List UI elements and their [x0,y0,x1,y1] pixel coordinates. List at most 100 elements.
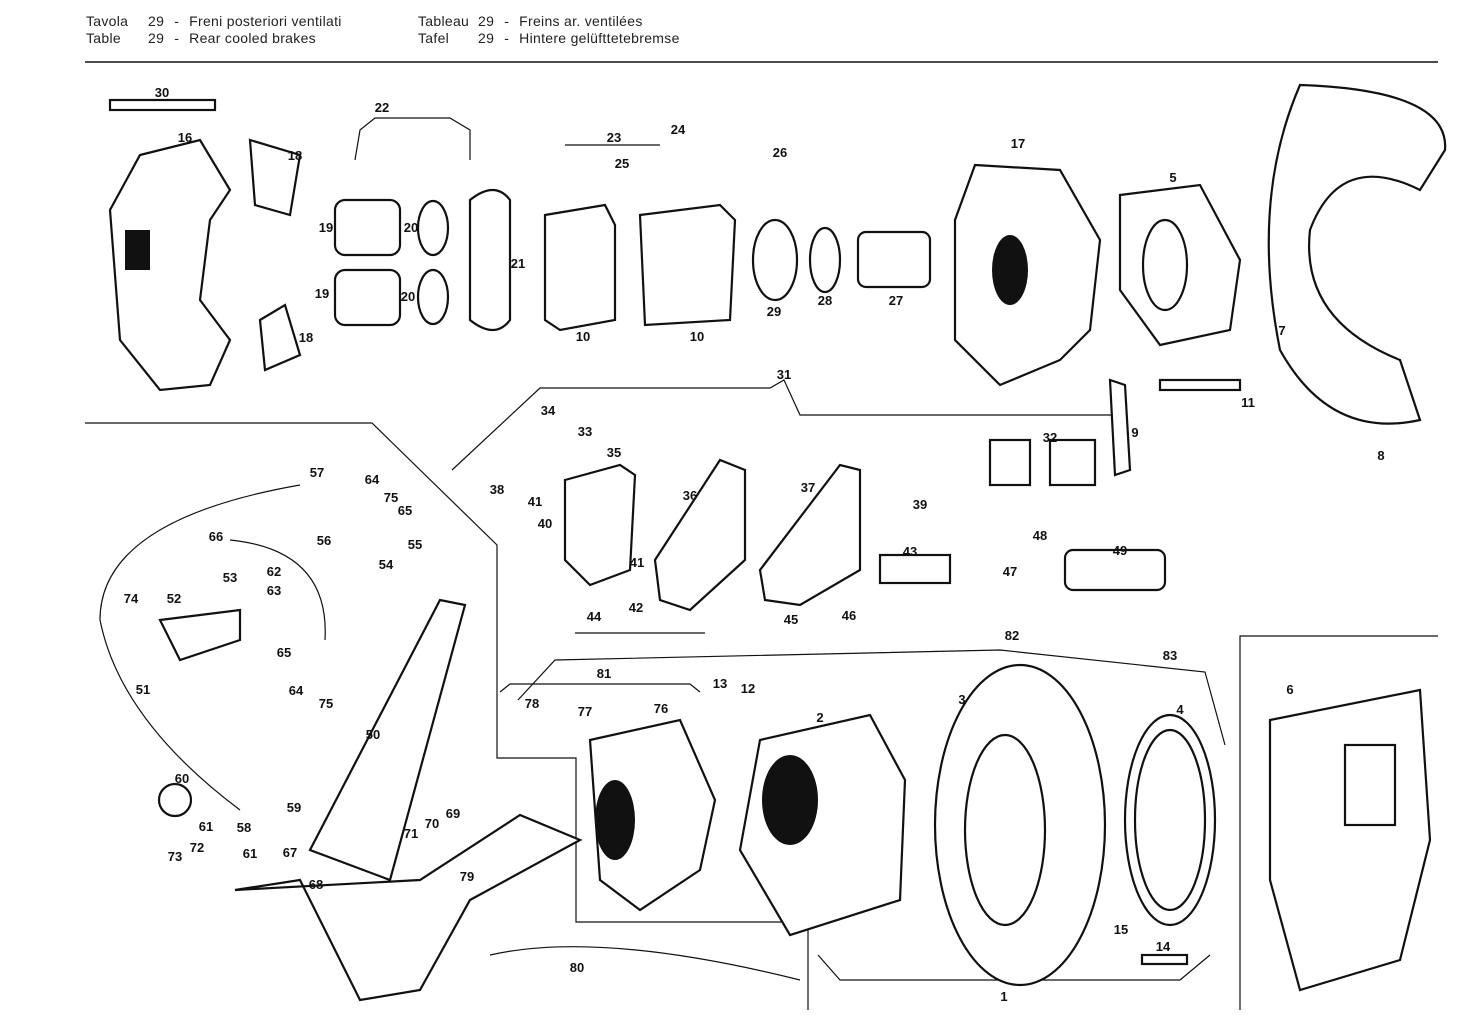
part-number-callout: 78 [525,696,539,711]
part-number-callout: 61 [243,846,257,861]
table-number: 29 [148,30,165,46]
part-number-callout: 32 [1043,430,1057,445]
part-number-callout: 17 [1011,136,1025,151]
part-number-callout: 9 [1131,425,1138,440]
part-number-callout: 26 [773,145,787,160]
part-number-callout: 62 [267,564,281,579]
part-number-callout: 69 [446,806,460,821]
part-number-callout: 11 [1241,395,1255,410]
table-title: Hintere gelüfttetebremse [519,30,680,46]
part-number-callout: 6 [1286,682,1293,697]
lang-label: Table [86,30,121,46]
part-number-callout: 72 [190,840,204,855]
part-number-callout: 65 [398,503,412,518]
part-number-callout: 4 [1176,702,1184,717]
part-number-callout: 40 [538,516,552,531]
part-number-callout: 76 [654,701,668,716]
part-number-callout: 3 [958,692,965,707]
bolt-30 [108,98,217,112]
part-number-callout: 21 [511,256,525,271]
part-number-callout: 52 [167,591,181,606]
part-number-callout: 15 [1114,922,1128,937]
part-number-callout: 49 [1113,543,1127,558]
pad-spring-18 [248,138,302,217]
part-number-callout: 66 [209,529,223,544]
part-number-callout: 34 [541,403,556,418]
pad-32 [1048,438,1097,487]
part-number-callout: 41 [630,555,644,570]
part-number-callout: 45 [784,612,798,627]
sleeve-49 [1063,548,1167,592]
part-number-callout: 35 [607,445,621,460]
part-number-callout: 80 [570,960,584,975]
bolt-11 [1158,378,1242,392]
lang-label: Tableau [418,13,470,29]
part-number-callout: 60 [175,771,189,786]
part-number-callout: 68 [309,877,323,892]
part-number-callout: 13 [713,676,727,691]
table-number: 29 [478,13,495,29]
part-number-callout: 46 [842,608,856,623]
part-number-callout: 58 [237,820,251,835]
hub-76 [588,718,717,912]
part-number-callout: 24 [671,122,686,137]
part-number-callout: 82 [1005,628,1019,643]
part-number-callout: 14 [1156,939,1171,954]
caliper-assembly-6 [1268,688,1432,992]
pad-10 [638,203,737,327]
handbrake-lever-50 [308,598,467,882]
piston-19 [333,268,402,327]
table-title: Freni posteriori ventilati [189,13,342,29]
cable-56 [229,539,326,641]
brake-pipe-22 [354,117,471,161]
part-number-callout: 63 [267,583,281,598]
part-number-callout: 30 [155,85,169,100]
table-title: Freins ar. ventilées [519,13,643,29]
part-number-callout: 18 [288,148,302,163]
part-number-callout: 5 [1169,170,1176,185]
part-number-callout: 42 [629,600,643,615]
part-number-callout: 51 [136,682,150,697]
bracket-82 [517,649,1226,746]
part-number-callout: 61 [199,819,213,834]
part-number-callout: 54 [379,557,394,572]
part-number-callout: 56 [317,533,331,548]
part-number-callout: 57 [310,465,324,480]
part-number-callout: 7 [1278,323,1285,338]
part-number-callout: 22 [375,100,389,115]
lang-label: Tafel [418,30,450,46]
section-divider [1239,635,1438,1010]
dust-shield-8 [1267,83,1447,425]
cable-80 [489,946,801,981]
table-number: 29 [148,13,165,29]
part-number-callout: 74 [124,591,139,606]
part-number-callout: 20 [404,220,418,235]
part-number-callout: 44 [587,609,602,624]
part-number-callout: 8 [1377,448,1384,463]
pedal-assembly-79 [234,813,583,1002]
part-number-callout: 65 [277,645,291,660]
plate-37 [758,463,862,607]
part-number-callout: 64 [289,683,304,698]
table-number: 29 [478,30,495,46]
part-number-callout: 43 [903,544,917,559]
cable-51 [99,484,301,811]
part-number-callout: 38 [490,482,504,497]
part-number-callout: 36 [683,488,697,503]
part-number-callout: 16 [178,130,192,145]
dust-cover-29 [751,218,799,302]
piston-19 [333,198,402,257]
part-number-callout: 70 [425,816,439,831]
part-number-callout: 18 [299,330,313,345]
bolt-14 [1140,953,1189,966]
part-number-callout: 12 [741,681,755,696]
part-number-callout: 75 [384,490,398,505]
drum-2 [738,713,907,937]
part-number-callout: 81 [597,666,611,681]
seal-plate-21 [468,188,512,332]
part-number-callout: 59 [287,800,301,815]
